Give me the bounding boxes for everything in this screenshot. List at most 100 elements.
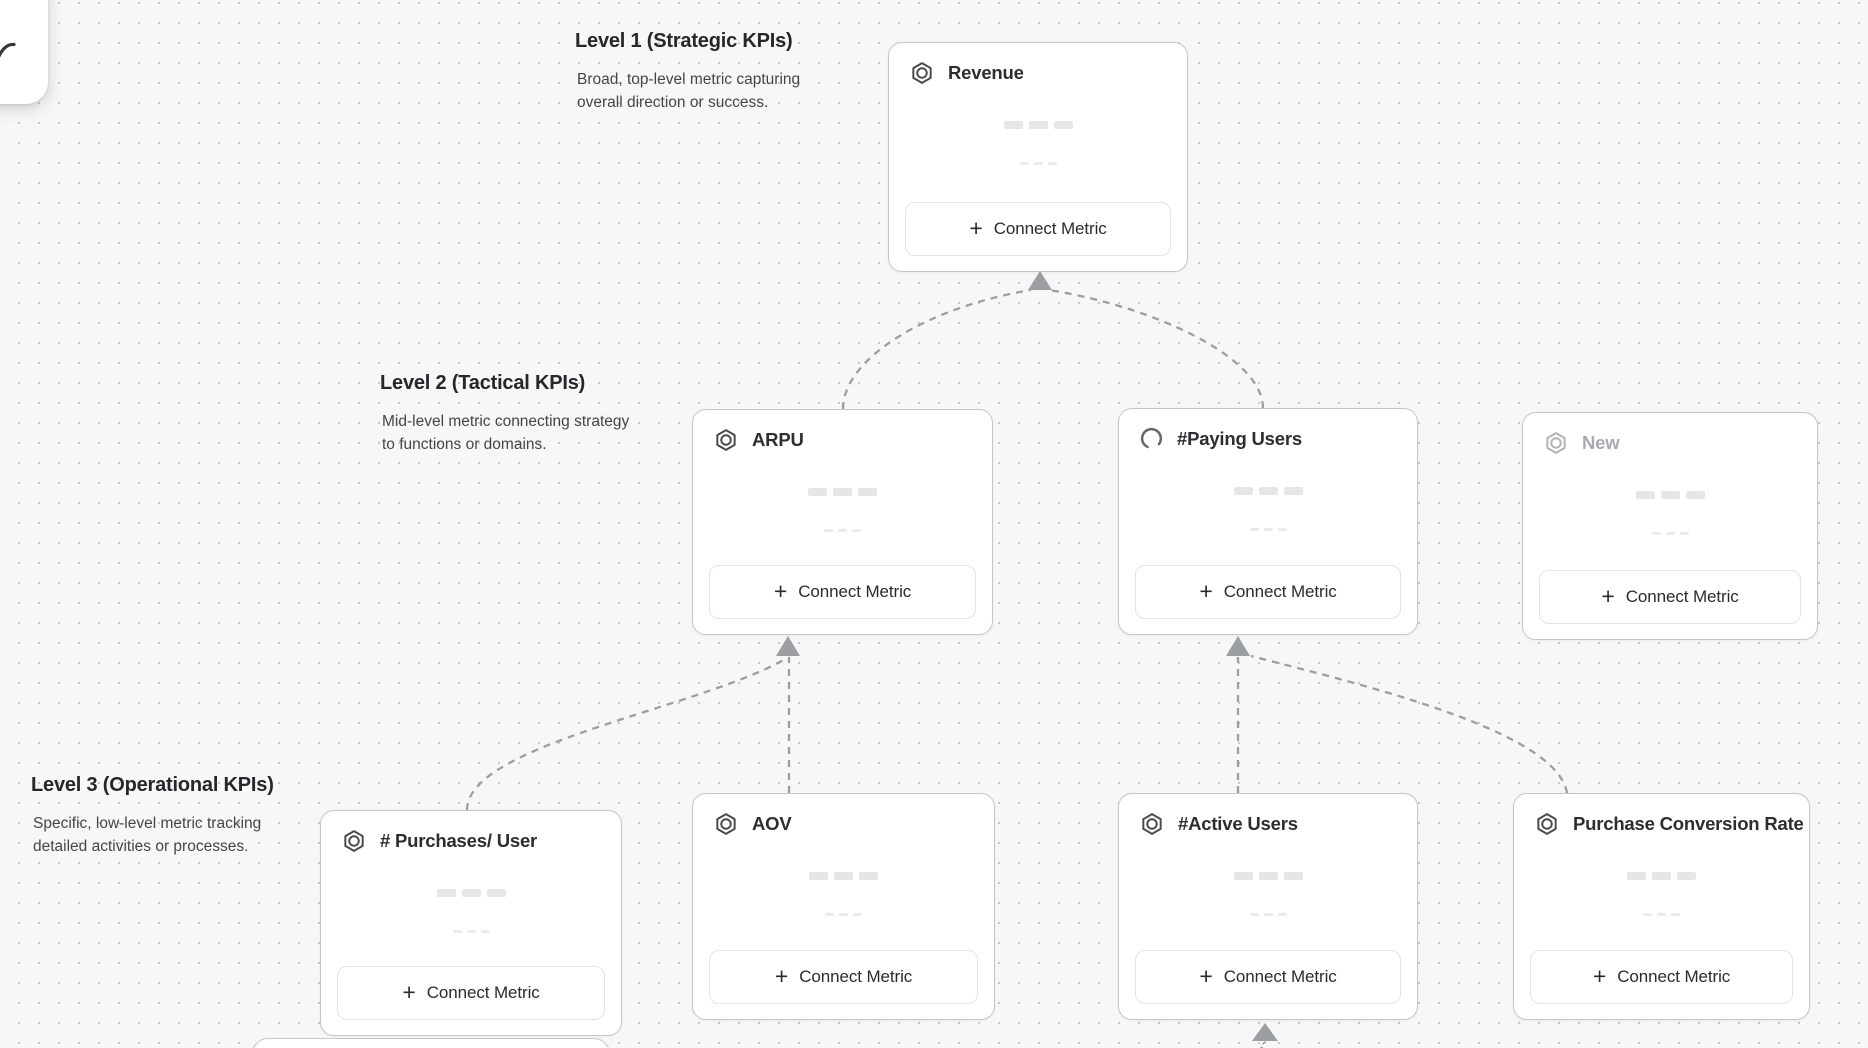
connect-metric-label: Connect Metric xyxy=(1625,587,1739,606)
skeleton-bar xyxy=(1233,872,1253,880)
card-header: Purchase Conversion Rate xyxy=(1534,811,1804,837)
partial-metric-card[interactable] xyxy=(252,1038,610,1048)
skeleton-placeholder xyxy=(693,872,994,880)
plus-icon: + xyxy=(773,577,788,604)
plus-icon: + xyxy=(1601,582,1615,609)
skeleton-bar xyxy=(809,872,828,880)
skeleton-bar xyxy=(1277,913,1287,916)
level-2-description: Mid-level metric connecting strategy to … xyxy=(382,413,630,454)
card-header: # Purchases/ User xyxy=(341,828,605,854)
skeleton-bar xyxy=(486,889,506,897)
skeleton-bar xyxy=(1665,532,1675,535)
skeleton-placeholder xyxy=(1119,487,1417,495)
arrow-up-icon xyxy=(1226,636,1250,656)
metric-card-paying-users[interactable]: #Paying Users + Connect Metric xyxy=(1118,408,1418,635)
skeleton-placeholder xyxy=(321,930,621,933)
connect-metric-button[interactable]: + Connect Metric xyxy=(709,950,978,1004)
connect-metric-label: Connect Metric xyxy=(1223,582,1337,601)
skeleton-bar xyxy=(1249,528,1259,531)
skeleton-placeholder xyxy=(321,889,621,897)
edge-payingusers-to-revenue xyxy=(1048,288,1265,409)
skeleton-bar xyxy=(839,913,848,916)
skeleton-bar xyxy=(1249,913,1259,916)
connect-metric-button[interactable]: + Connect Metric xyxy=(1539,570,1801,624)
edge-offscreen-to-activeusers xyxy=(1259,1041,1267,1048)
floating-panel[interactable] xyxy=(0,0,48,104)
card-title: #Active Users xyxy=(1178,813,1298,834)
stroke-glyph xyxy=(0,42,16,58)
card-title: New xyxy=(1582,432,1620,453)
plus-icon: + xyxy=(1199,577,1213,604)
skeleton-bar xyxy=(808,488,827,496)
metric-card-new[interactable]: New + Connect Metric xyxy=(1522,412,1818,640)
connect-metric-button[interactable]: + Connect Metric xyxy=(905,202,1171,256)
connect-metric-button[interactable]: + Connect Metric xyxy=(1530,950,1793,1004)
skeleton-placeholder xyxy=(1119,872,1417,880)
skeleton-bar xyxy=(1643,913,1652,916)
skeleton-placeholder xyxy=(693,488,992,496)
plus-icon: + xyxy=(969,214,983,241)
edge-arpu-to-revenue xyxy=(841,288,1032,410)
level-1-heading: Level 1 (Strategic KPIs) xyxy=(575,30,793,52)
skeleton-bar xyxy=(1277,528,1287,531)
connect-metric-button[interactable]: + Connect Metric xyxy=(337,966,605,1020)
skeleton-bar xyxy=(834,872,853,880)
skeleton-bar xyxy=(1657,913,1666,916)
skeleton-bar xyxy=(1233,487,1253,495)
skeleton-bar xyxy=(461,889,481,897)
connect-metric-label: Connect Metric xyxy=(1223,967,1337,986)
skeleton-bar xyxy=(859,872,878,880)
hexagon-icon xyxy=(713,427,739,453)
edge-pcr-to-payingusers xyxy=(1250,654,1569,794)
metric-card-aov[interactable]: AOV + Connect Metric xyxy=(692,793,995,1020)
metric-card-purchases-per-user[interactable]: # Purchases/ User + Connect Metric xyxy=(320,810,622,1036)
hexagon-icon xyxy=(713,811,739,837)
connect-metric-label: Connect Metric xyxy=(798,582,912,601)
skeleton-bar xyxy=(1258,872,1278,880)
connect-metric-label: Connect Metric xyxy=(426,983,540,1002)
skeleton-bar xyxy=(824,529,833,532)
skeleton-bar xyxy=(1685,491,1705,499)
skeleton-placeholder xyxy=(1523,532,1817,535)
edge-purchases-to-arpu xyxy=(465,657,788,811)
connect-metric-button[interactable]: + Connect Metric xyxy=(1135,565,1401,619)
skeleton-bar xyxy=(852,529,861,532)
skeleton-bar xyxy=(436,889,456,897)
card-header: #Active Users xyxy=(1139,811,1401,837)
arrow-up-icon xyxy=(776,636,800,656)
skeleton-placeholder xyxy=(693,913,994,916)
metric-card-arpu[interactable]: ARPU + Connect Metric xyxy=(692,409,993,635)
card-title: Purchase Conversion Rate xyxy=(1573,813,1804,834)
card-header: #Paying Users xyxy=(1139,426,1401,451)
card-header: Revenue xyxy=(909,60,1171,86)
connect-metric-button[interactable]: + Connect Metric xyxy=(1135,950,1401,1004)
skeleton-bar xyxy=(1019,162,1029,165)
skeleton-placeholder xyxy=(889,121,1187,129)
card-title: Revenue xyxy=(948,62,1024,83)
arrow-up-icon xyxy=(1028,271,1052,290)
skeleton-bar xyxy=(1283,487,1303,495)
skeleton-bar xyxy=(1003,121,1023,129)
connect-metric-label: Connect Metric xyxy=(993,219,1107,238)
hexagon-icon xyxy=(909,60,935,86)
skeleton-bar xyxy=(1028,121,1048,129)
skeleton-bar xyxy=(1635,491,1655,499)
plus-icon: + xyxy=(402,978,416,1005)
skeleton-bar xyxy=(1047,162,1057,165)
skeleton-placeholder xyxy=(889,162,1187,165)
skeleton-bar xyxy=(1652,872,1671,880)
skeleton-bar xyxy=(1671,913,1680,916)
skeleton-placeholder xyxy=(1514,913,1809,916)
skeleton-bar xyxy=(1627,872,1646,880)
hexagon-icon xyxy=(1534,811,1560,837)
skeleton-bar xyxy=(833,488,852,496)
metric-card-purchase-conversion-rate[interactable]: Purchase Conversion Rate + Connect Metri… xyxy=(1513,793,1810,1020)
skeleton-bar xyxy=(1053,121,1073,129)
card-title: ARPU xyxy=(752,429,804,450)
metric-card-revenue[interactable]: Revenue + Connect Metric xyxy=(888,42,1188,272)
card-title: AOV xyxy=(752,813,792,834)
metric-card-active-users[interactable]: #Active Users + Connect Metric xyxy=(1118,793,1418,1020)
card-header: AOV xyxy=(713,811,978,837)
connect-metric-button[interactable]: + Connect Metric xyxy=(709,565,976,619)
